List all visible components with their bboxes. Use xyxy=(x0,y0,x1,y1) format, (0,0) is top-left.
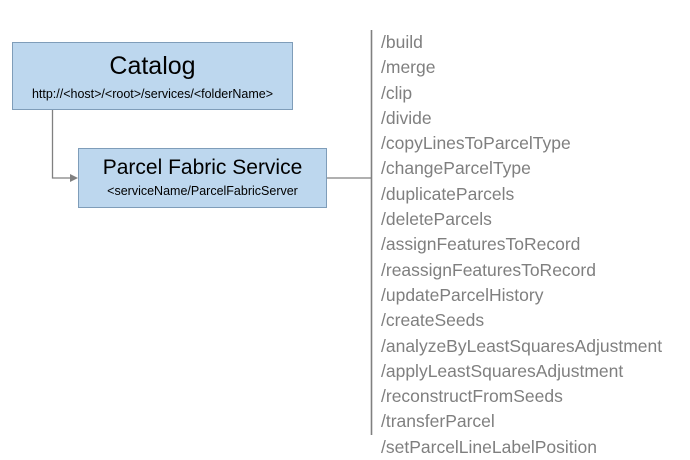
service-node-subtitle: <serviceName/ParcelFabricServer xyxy=(107,184,298,198)
operation-item: /merge xyxy=(381,57,436,78)
operation-item: /assignFeaturesToRecord xyxy=(381,234,581,255)
operation-item: /divide xyxy=(381,107,432,128)
operation-item: /reconstructFromSeeds xyxy=(381,386,563,407)
catalog-node-title: Catalog xyxy=(109,52,196,80)
operation-item: /applyLeastSquaresAdjustment xyxy=(381,360,624,381)
service-node-title: Parcel Fabric Service xyxy=(102,156,303,179)
diagram-canvas: Catalog http://<host>/<root>/services/<f… xyxy=(12,30,662,457)
operation-item: /build xyxy=(381,32,423,52)
operation-item: /clip xyxy=(381,82,413,103)
operation-item: /createSeeds xyxy=(381,310,485,331)
operation-item: /updateParcelHistory xyxy=(381,284,544,305)
operation-item: /copyLinesToParcelType xyxy=(381,133,571,154)
operation-item: /deleteParcels xyxy=(381,209,492,230)
parcel-fabric-service-node: Parcel Fabric Service <serviceName/Parce… xyxy=(78,148,327,208)
operation-item: /setParcelLineLabelPosition xyxy=(381,436,597,457)
operation-item: /transferParcel xyxy=(381,411,495,432)
operation-item: /changeParcelType xyxy=(381,158,531,179)
operations-list: /build /merge /clip /divide /copyLinesTo… xyxy=(381,30,681,460)
operation-item: /analyzeByLeastSquaresAdjustment xyxy=(381,335,663,356)
catalog-node-subtitle: http://<host>/<root>/services/<folderNam… xyxy=(31,87,274,101)
catalog-node: Catalog http://<host>/<root>/services/<f… xyxy=(12,42,293,110)
operation-item: /duplicateParcels xyxy=(381,183,515,204)
operation-item: /reassignFeaturesToRecord xyxy=(381,259,596,280)
